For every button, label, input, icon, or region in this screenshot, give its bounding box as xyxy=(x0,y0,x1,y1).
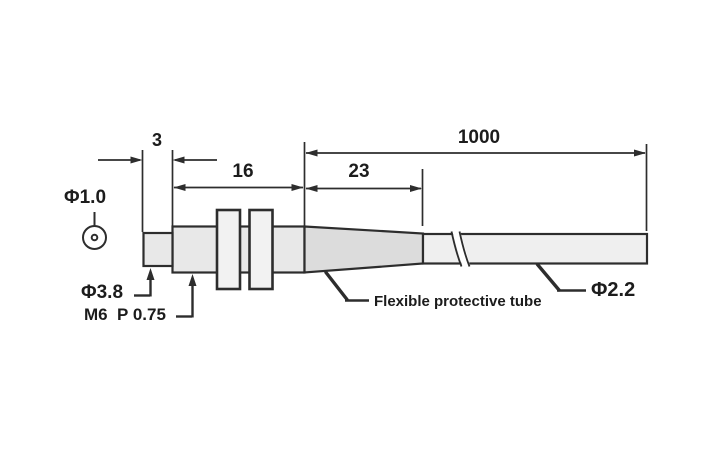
dim-1000-right-arrow-icon xyxy=(634,149,646,157)
break-line-2 xyxy=(458,231,471,267)
phi22-leader-diagonal xyxy=(535,262,561,292)
dim-16-label: 16 xyxy=(232,161,254,182)
dim-3-right-arrow-icon xyxy=(172,156,185,164)
hex-nut-2 xyxy=(248,208,274,291)
hex-nut-1 xyxy=(215,208,242,291)
tube-leader-diagonal xyxy=(324,270,349,302)
tip-circle-center-dot xyxy=(90,233,99,242)
dim-23-right-arrow-icon xyxy=(410,185,422,192)
dim-23-left-arrow-icon xyxy=(305,185,318,192)
flexible-tube-label: Flexible protective tube xyxy=(374,293,542,310)
taper-cone xyxy=(303,225,425,274)
thread-spec-label: M6 P 0.75 xyxy=(84,305,166,324)
cable-diameter-label: Φ2.2 xyxy=(591,279,636,301)
dim-1000-label: 1000 xyxy=(457,127,501,148)
phi38-arrow-icon xyxy=(146,268,155,280)
dim-3-label: 3 xyxy=(151,130,162,150)
probe-tip xyxy=(142,231,174,268)
dim-3-left-arrow-icon xyxy=(130,156,143,164)
tip-diameter-label: Φ1.0 xyxy=(64,187,107,208)
break-line-1 xyxy=(450,231,463,267)
head-diameter-label: Φ3.8 xyxy=(81,282,124,303)
dim-23-label: 23 xyxy=(348,161,370,182)
thread-arrow-icon xyxy=(188,274,197,286)
dim-16-right-arrow-icon xyxy=(291,184,304,191)
dim-1000-left-arrow-icon xyxy=(305,149,318,157)
dim-16-left-arrow-icon xyxy=(173,184,186,191)
